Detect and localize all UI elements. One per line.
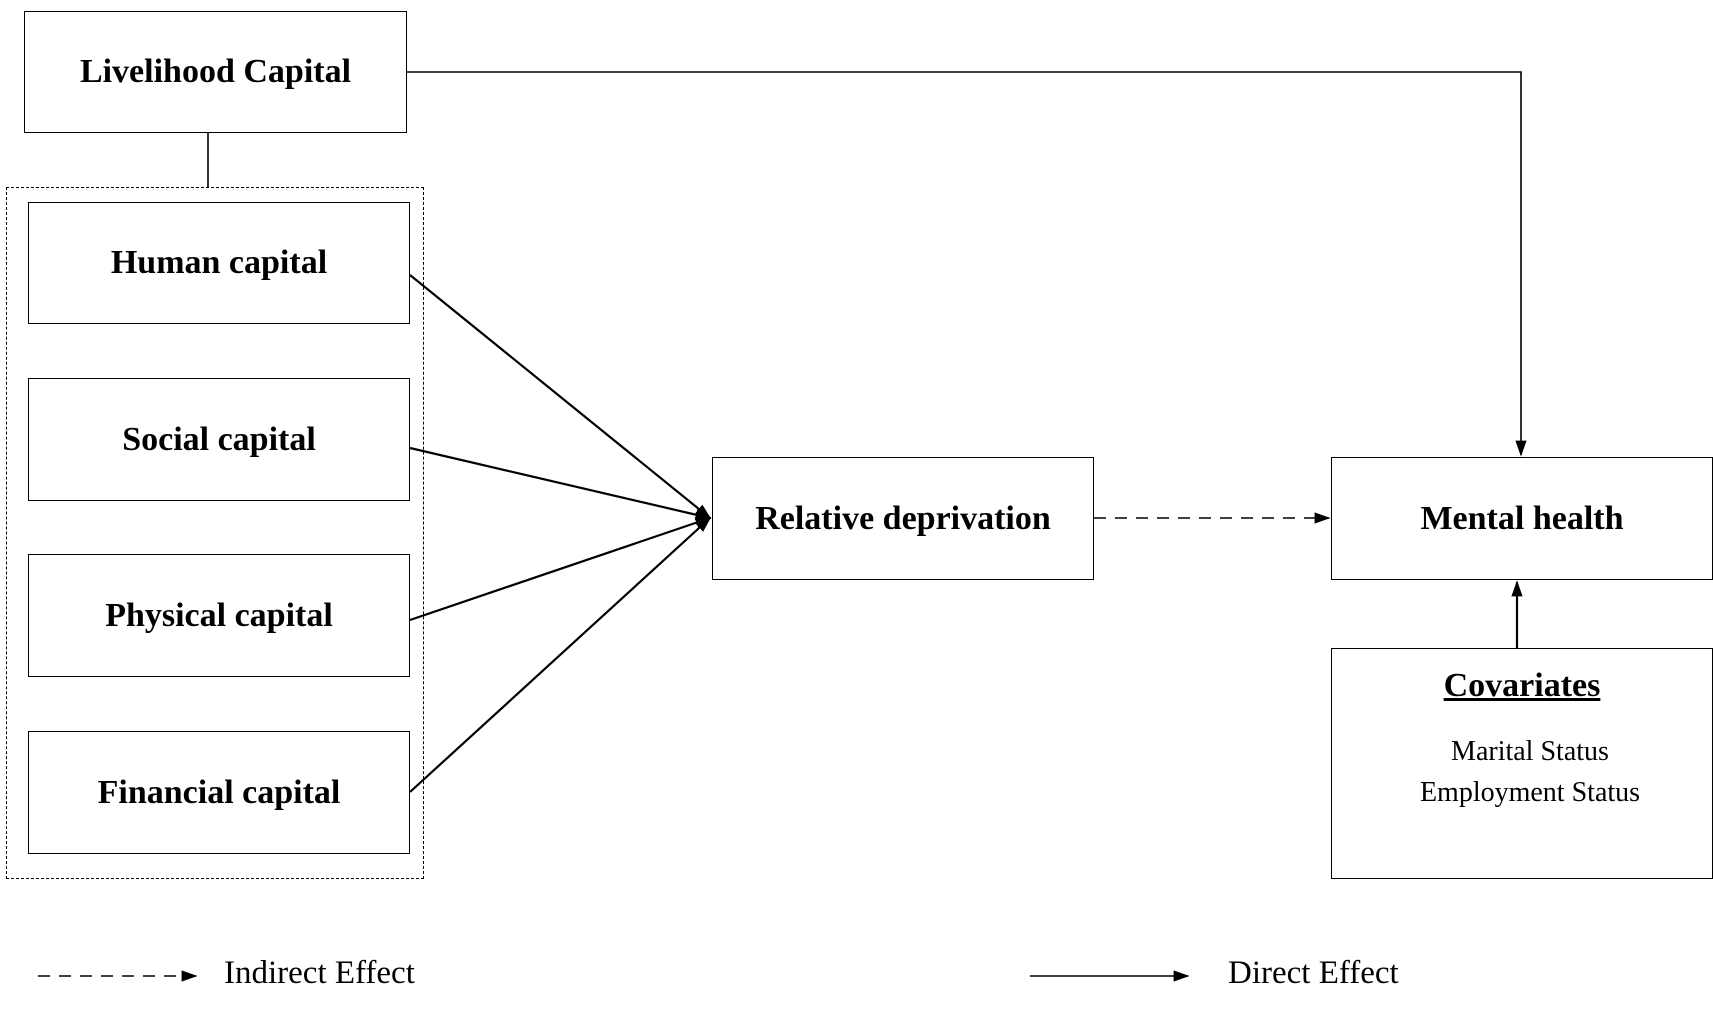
covariate-item: Employment Status xyxy=(1419,777,1641,808)
covariates-title: Covariates xyxy=(1443,667,1601,704)
node-label: Mental health xyxy=(1420,499,1624,537)
node-label: Relative deprivation xyxy=(755,499,1051,537)
node-covariates: Covariates Marital Status Employment Sta… xyxy=(1331,648,1713,879)
edge-livelihood-to-mental-health xyxy=(407,71,1527,457)
edge-human-to-relative xyxy=(409,274,712,520)
node-label: Financial capital xyxy=(97,773,341,811)
covariates-list: Marital Status Employment Status xyxy=(1404,731,1640,813)
node-human-capital: Human capital xyxy=(28,202,410,324)
node-social-capital: Social capital xyxy=(28,378,410,501)
node-label: Physical capital xyxy=(105,596,333,634)
legend-direct-label: Direct Effect xyxy=(1228,955,1399,991)
capital-components-group xyxy=(6,187,424,879)
node-mental-health: Mental health xyxy=(1331,457,1713,580)
node-relative-deprivation: Relative deprivation xyxy=(712,457,1094,580)
node-label: Human capital xyxy=(110,244,328,281)
node-physical-capital: Physical capital xyxy=(28,554,410,677)
edge-financial-to-relative xyxy=(409,516,712,793)
node-livelihood-capital: Livelihood Capital xyxy=(24,11,407,133)
node-label: Social capital xyxy=(122,420,316,458)
edge-social-to-relative xyxy=(409,446,712,521)
node-financial-capital: Financial capital xyxy=(28,731,410,854)
legend-indirect-label: Indirect Effect xyxy=(224,955,415,991)
edge-physical-to-relative xyxy=(409,516,712,622)
node-label: Livelihood Capital xyxy=(79,53,352,90)
covariate-item: Marital Status xyxy=(1451,736,1609,767)
